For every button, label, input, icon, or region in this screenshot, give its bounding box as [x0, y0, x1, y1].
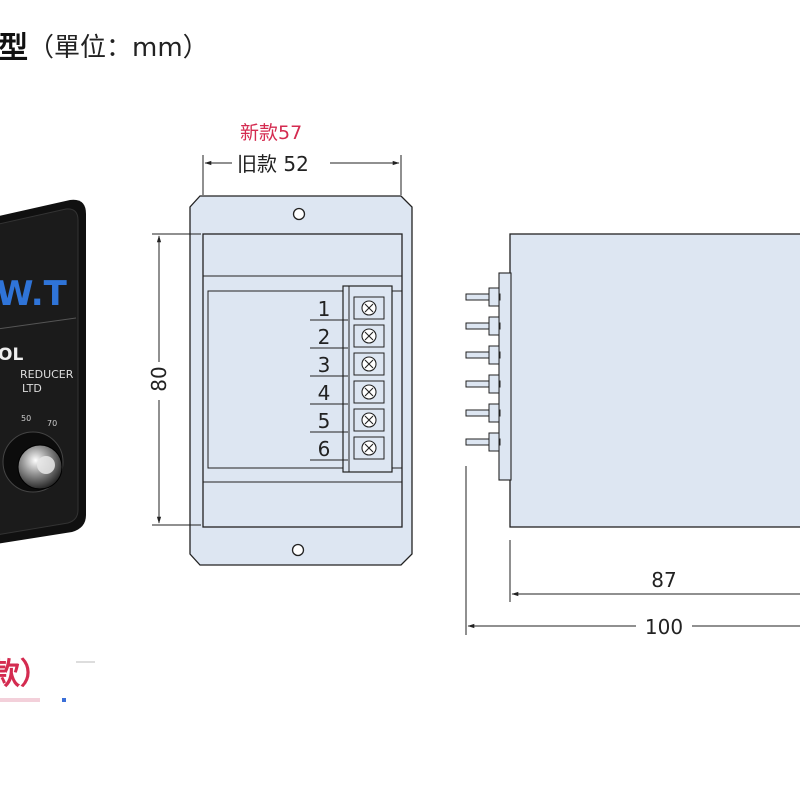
terminal-screws — [353, 296, 385, 460]
dial-mark-70: 70 — [47, 419, 57, 428]
side-terminal-pins — [465, 287, 501, 452]
mount-hole-top — [292, 207, 306, 221]
terminal-pin — [465, 438, 501, 446]
pin-clamp — [488, 432, 500, 452]
model-suffix: OL — [0, 345, 23, 365]
pin-clamp — [488, 374, 500, 394]
total-depth-label: 100 — [645, 615, 683, 639]
terminal-pin — [465, 322, 501, 330]
photo-text-reducer: REDUCER — [20, 368, 74, 381]
new-width-label: 新款57 — [240, 122, 302, 144]
side-view: 87 100 — [465, 233, 800, 639]
dial-mark-50: 50 — [21, 414, 31, 423]
terminal-number: 6 — [318, 437, 331, 461]
height-label: 80 — [147, 366, 171, 391]
terminal-number: 2 — [318, 325, 331, 349]
body-depth-label: 87 — [651, 568, 676, 592]
terminal-number: 5 — [318, 409, 331, 433]
pin-clamp — [488, 403, 500, 423]
terminal-pin — [465, 351, 501, 359]
terminal-number: 1 — [318, 297, 331, 321]
photo-text-ltd: LTD — [22, 382, 42, 395]
old-width-label: 旧款 52 — [237, 152, 309, 176]
title-char: 型 — [0, 31, 28, 66]
front-view: 新款57 旧款 52 1 2 3 4 5 6 80 — [147, 122, 413, 566]
terminal-window — [207, 290, 403, 469]
pin-clamp — [488, 345, 500, 365]
terminal-pin — [465, 293, 501, 301]
pin-clamp — [488, 316, 500, 336]
terminal-number: 4 — [318, 381, 331, 405]
terminal-pin — [465, 380, 501, 388]
footer-fragment: 款） — [0, 657, 50, 692]
terminal-labels: 1 2 3 4 5 6 — [310, 297, 348, 461]
terminal-number: 3 — [318, 353, 331, 377]
brand-logo: W.T — [0, 274, 68, 314]
side-body — [509, 233, 800, 528]
mount-hole-bottom — [291, 543, 305, 557]
device-photo: W.T OL REDUCER LTD 50 70 — [0, 199, 86, 544]
unit-note: （單位：mm） — [28, 33, 209, 63]
pin-clamp — [488, 287, 500, 307]
terminal-housing — [498, 272, 512, 481]
terminal-pin — [465, 409, 501, 417]
